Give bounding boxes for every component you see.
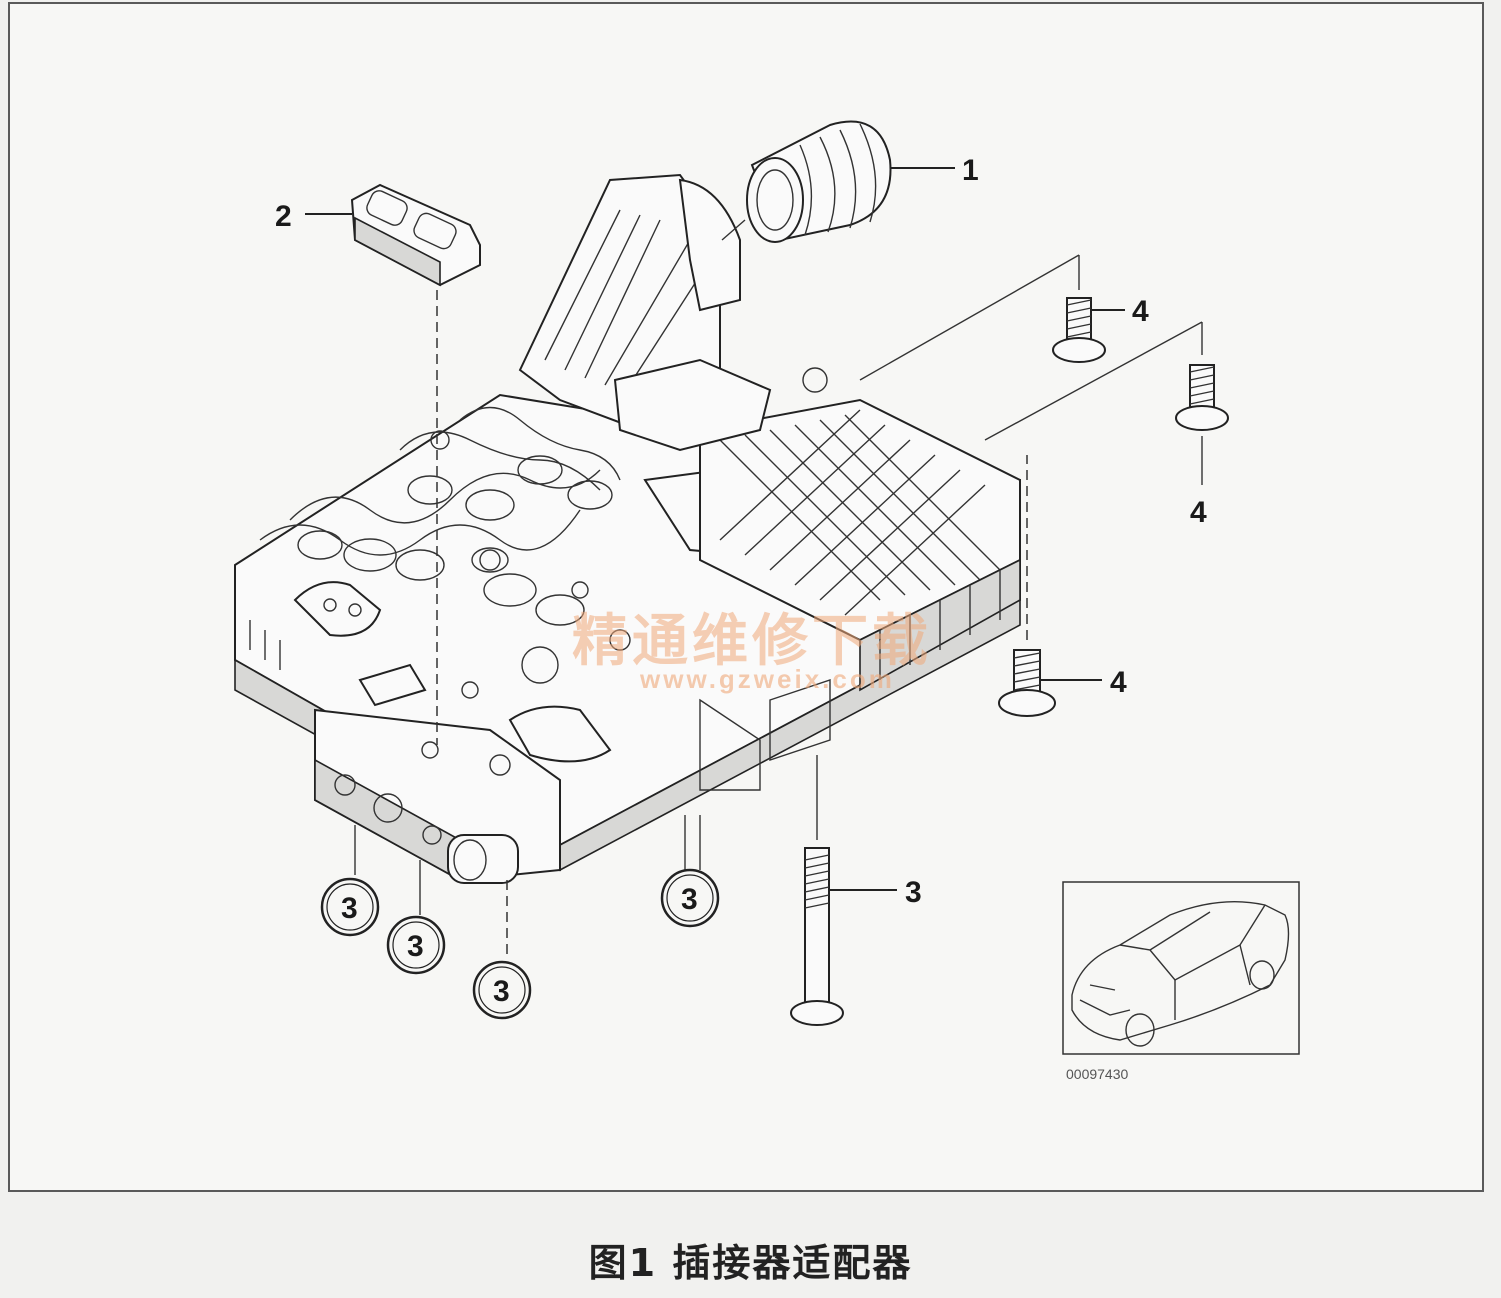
callout-2: 2	[275, 200, 292, 233]
part-1-connector-adapter	[721, 120, 955, 243]
valve-body	[234, 173, 1021, 884]
circled-callout-b	[386, 915, 446, 975]
callout-3b: 3	[407, 930, 424, 963]
spool-valves	[259, 406, 621, 626]
vehicle-thumbnail: 00097430	[1062, 881, 1300, 1082]
callout-3c: 3	[493, 975, 510, 1008]
bolt-4c	[998, 455, 1102, 717]
callout-3d: 3	[681, 883, 698, 916]
circled-callout-d	[660, 868, 720, 928]
figure-caption: 图1 插接器适配器	[588, 1241, 913, 1285]
callout-4a: 4	[1132, 295, 1149, 328]
circled-callout-a	[320, 877, 380, 937]
watermark-url: www.gzweix.com	[639, 664, 895, 694]
part-2-seal	[305, 183, 481, 745]
callout-1: 1	[962, 154, 979, 187]
callout-4b: 4	[1190, 496, 1207, 529]
bolt-4b	[984, 321, 1229, 485]
callout-4c: 4	[1110, 666, 1127, 699]
solenoid-grid	[699, 398, 1021, 692]
bolt-3-long	[790, 755, 897, 1026]
callout-3-bolt: 3	[905, 876, 922, 909]
callout-3a: 3	[341, 892, 358, 925]
bolt-4a	[859, 254, 1125, 381]
watermark-text: 精通维修下载	[572, 608, 932, 674]
thumbnail-code: 00097430	[1066, 1066, 1129, 1082]
circled-callout-c	[472, 960, 532, 1020]
